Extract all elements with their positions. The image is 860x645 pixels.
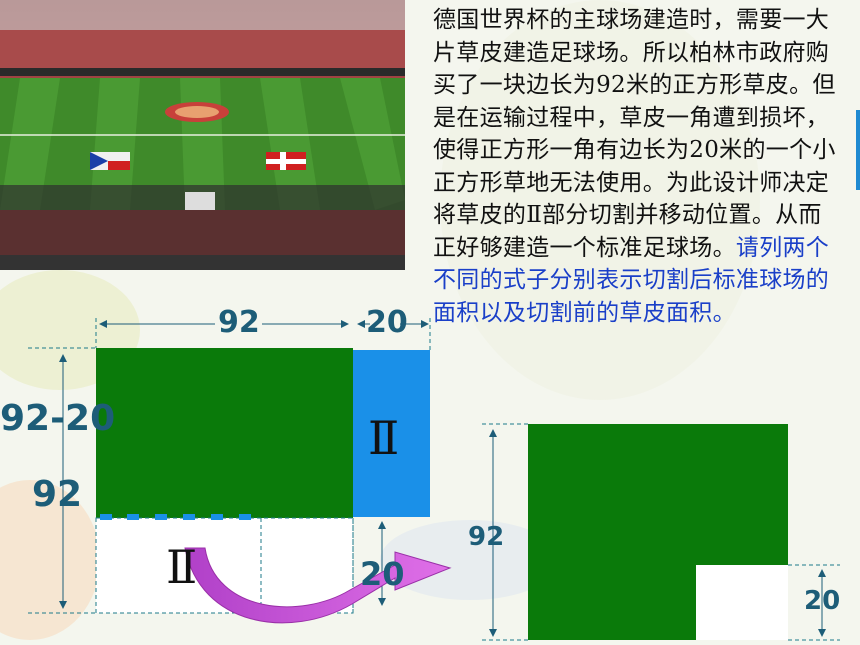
dim-label-right-20: 20: [804, 586, 841, 616]
dim-label-92-20: 92-20: [0, 398, 116, 439]
dim-label-top-92: 92: [218, 305, 260, 340]
dim-label-left-92: 92: [32, 474, 83, 515]
left-blue-part: [353, 350, 430, 517]
side-accent-bar: [856, 110, 860, 190]
dim-label-bottom-20: 20: [360, 555, 405, 593]
problem-main-text: 德国世界杯的主球场建造时，需要一大片草皮建造足球场。所以柏林市政府购买了一块边长…: [433, 7, 836, 261]
part-label-upper: Ⅱ: [368, 411, 400, 465]
curved-arrow-icon: [184, 547, 452, 624]
dim-label-right-92: 92: [468, 522, 505, 552]
part-label-lower: Ⅱ: [166, 540, 198, 594]
problem-question: 请列两个不同的式子分别表示切割后标准球场的面积以及切割前的草皮面积。: [433, 234, 830, 326]
left-green-rect: [96, 348, 353, 518]
problem-text: 德国世界杯的主球场建造时，需要一大片草皮建造足球场。所以柏林市政府购买了一块边长…: [433, 4, 838, 329]
dim-label-top-20: 20: [366, 305, 408, 340]
right-green-shape: [528, 424, 788, 640]
stadium-photo: [0, 0, 405, 270]
